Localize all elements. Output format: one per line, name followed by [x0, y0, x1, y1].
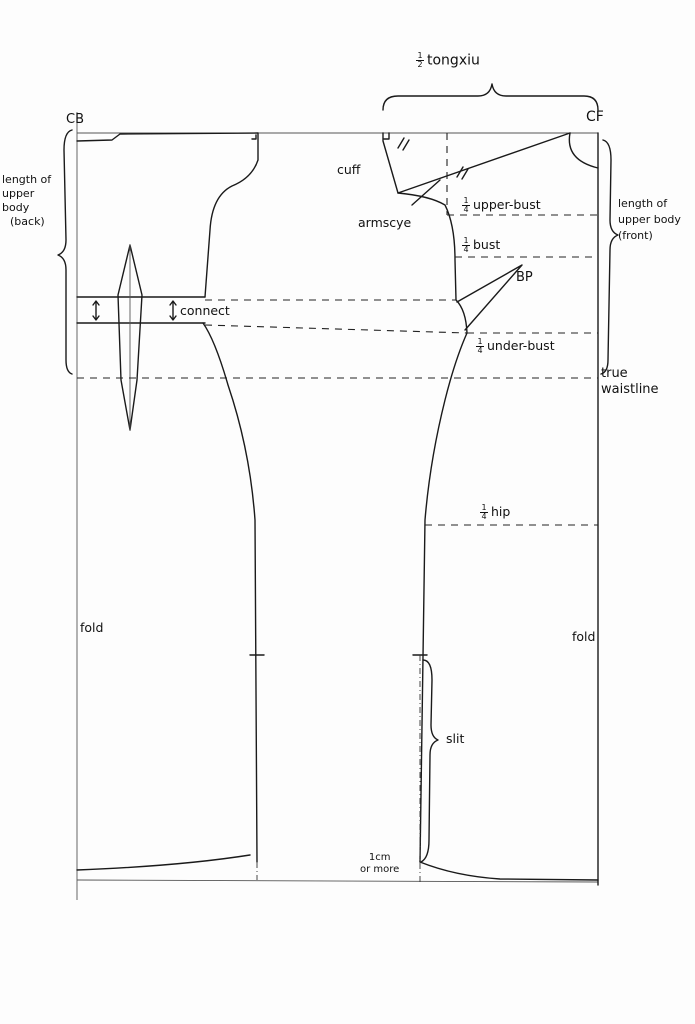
label-text: under-bust [487, 338, 555, 353]
cuff-label: cuff [337, 162, 361, 177]
fraction-num: 1 [477, 337, 483, 346]
back-hem [76, 854, 251, 871]
fraction-den: 4 [462, 245, 470, 254]
connect-arrow-right [169, 300, 177, 321]
fraction-den: 4 [480, 512, 488, 521]
text-line: 1cm [368, 852, 391, 863]
slit-label: slit [446, 731, 465, 746]
text-line: or more [360, 864, 400, 875]
front-armscye-outline [382, 132, 468, 334]
bottom-guide-line [76, 879, 599, 883]
hem-note-label: 1cm or more [360, 852, 399, 876]
fraction-den: 4 [476, 346, 484, 355]
top-brace [382, 83, 599, 111]
text-line: upper [2, 187, 35, 200]
true-waistline-label: true waistline [601, 366, 659, 398]
front-length-brace [600, 139, 619, 375]
bust-dart [456, 264, 523, 331]
shoulder-line [397, 132, 571, 194]
fraction-den: 2 [416, 60, 424, 69]
back-upper-outline [76, 132, 259, 298]
text-line: length of [618, 197, 668, 210]
connect-label: connect [180, 303, 230, 318]
front-length-label: length of upper body (front) [618, 196, 681, 244]
armscye-pointer [411, 179, 441, 206]
front-side-seam [419, 332, 468, 863]
cf-label: CF [586, 109, 604, 125]
bp-label: BP [516, 270, 533, 285]
fraction-den: 4 [462, 205, 470, 214]
title-text: tongxiu [427, 52, 480, 69]
text-line: (back) [10, 215, 45, 228]
right-angle-mark [251, 134, 257, 140]
armscye-label: armscye [358, 215, 412, 230]
back-length-brace [57, 129, 73, 375]
label-text: upper-bust [473, 197, 541, 212]
fraction-num: 1 [417, 51, 423, 60]
text-line: true [601, 366, 628, 381]
back-length-label: length of upper body (back) [2, 173, 51, 229]
front-hem [419, 861, 599, 881]
back-side-seam [202, 322, 258, 863]
label-text: hip [491, 504, 511, 519]
fold-front-label: fold [572, 629, 596, 644]
text-line: upper body [618, 213, 681, 226]
connect-arrow-left [92, 300, 100, 321]
text-line: length of [2, 173, 52, 186]
fold-back-label: fold [80, 620, 104, 635]
connect-bottom-line [204, 324, 468, 334]
fraction-num: 1 [463, 196, 469, 205]
fraction-num: 1 [463, 236, 469, 245]
right-angle-mark-front [383, 132, 390, 140]
text-line: waistline [601, 382, 659, 397]
text-line: body [2, 201, 30, 214]
label-text: bust [473, 237, 501, 252]
cb-label: CB [66, 112, 84, 127]
text-line: (front) [618, 229, 653, 242]
fraction-num: 1 [481, 503, 487, 512]
front-neckline [568, 132, 599, 169]
equal-length-ticks [397, 137, 469, 180]
slit-brace [420, 659, 439, 863]
